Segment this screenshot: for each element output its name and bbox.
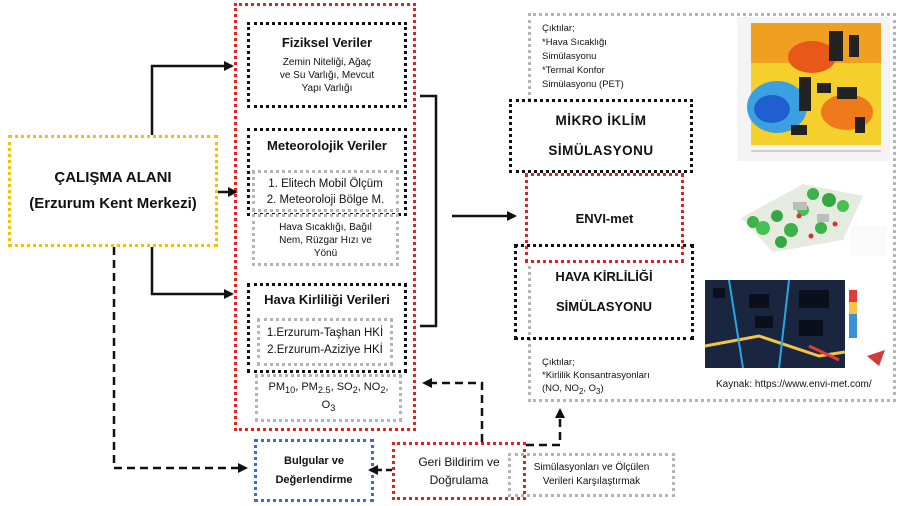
pollutants-line-2: O3 [321, 399, 336, 414]
comparison-line-2: Verileri Karşılaştırmak [542, 476, 641, 487]
outputs-top-text: Çıktılar; *Hava Sıcaklığı Simülasyonu *T… [542, 22, 624, 92]
outputs-bottom-2: *Kirlilik Konsantrasyonları [542, 370, 650, 381]
outputs-top-4: *Termal Konfor [542, 65, 605, 76]
outputs-top-1: Çıktılar; [542, 23, 575, 34]
arrow-feedback-to-outputs [526, 408, 565, 447]
outputs-bottom-1: Çıktılar; [542, 357, 575, 368]
feedback-line-1: Geri Bildirim ve [418, 455, 500, 469]
data-sources-group [234, 3, 416, 431]
thermal-map-image [737, 17, 890, 161]
air-sim-line-2: SİMÜLASYONU [555, 299, 653, 314]
meteo-sources-box: 1. Elitech Mobil Ölçüm 2. Meteoroloji Bö… [252, 170, 399, 212]
meteo-source-1: 1. Elitech Mobil Ölçüm [268, 178, 383, 190]
pollution-map-image [699, 276, 891, 374]
source-credit: Kaynak: https://www.envi-met.com/ [716, 379, 872, 390]
physical-data-desc-1: Zemin Niteliği, Ağaç [282, 57, 372, 68]
pollutants-box: PM10, PM2.5, SO2, NO2, O3 [255, 374, 402, 422]
arrow-study-to-findings [112, 247, 248, 473]
air-station-2: 2.Erzurum-Aziziye HKİ [267, 344, 383, 356]
meteo-source-2: 2. Meteoroloji Bölge M. [266, 194, 385, 206]
arrow-study-to-air [150, 247, 234, 299]
study-area-subtitle: (Erzurum Kent Merkezi) [29, 195, 197, 212]
arrow-feedback-to-air [422, 378, 484, 442]
micro-climate-box: MİKRO İKLİM SİMÜLASYONU [509, 99, 693, 173]
feedback-line-2: Doğrulama [429, 473, 489, 487]
study-area-title: ÇALIŞMA ALANI [54, 169, 172, 186]
comparison-line-1: Simülasyonları ve Ölçülen [533, 462, 650, 473]
meteo-param-2: Nem, Rüzgar Hızı ve [279, 234, 372, 246]
physical-data-box: Fiziksel Veriler Zemin Niteliği, Ağaç ve… [247, 22, 407, 108]
envimet-label: ENVI-met [575, 210, 634, 226]
findings-line-1: Bulgular ve [284, 454, 344, 467]
arrow-study-to-physical [150, 61, 234, 135]
meteo-data-title: Meteorolojik Veriler [267, 138, 387, 153]
outputs-top-5: Simülasyonu (PET) [542, 79, 624, 90]
bracket [420, 94, 438, 328]
outputs-bottom-3: (NO, NO2, O3) [542, 383, 604, 396]
physical-data-desc-3: Yapı Varlığı [301, 83, 353, 94]
air-data-title: Hava Kirliliği Verileri [264, 292, 390, 307]
pollutants-line-1: PM10, PM2.5, SO2, NO2, [268, 380, 389, 395]
outputs-top-3: Simülasyonu [542, 51, 597, 62]
feedback-box: Geri Bildirim ve Doğrulama [392, 442, 526, 500]
outputs-bottom-text: Çıktılar; *Kirlilik Konsantrasyonları (N… [542, 356, 650, 398]
study-area-box: ÇALIŞMA ALANI (Erzurum Kent Merkezi) [8, 135, 218, 247]
meteo-param-3: Yönü [313, 247, 338, 259]
meteo-params-box: Hava Sıcaklığı, Bağıl Nem, Rüzgar Hızı v… [252, 214, 399, 266]
physical-data-title: Fiziksel Veriler [281, 35, 373, 50]
meteo-param-1: Hava Sıcaklığı, Bağıl [279, 221, 372, 233]
outputs-top-2: *Hava Sıcaklığı [542, 37, 607, 48]
air-sim-box: HAVA KİRLİLİĞİ SİMÜLASYONU [514, 244, 694, 340]
envimet-3d-model-image [733, 166, 891, 262]
air-stations-box: 1.Erzurum-Taşhan HKİ 2.Erzurum-Aziziye H… [257, 318, 393, 366]
air-station-1: 1.Erzurum-Taşhan HKİ [266, 327, 384, 339]
micro-climate-line-2: SİMÜLASYONU [548, 143, 654, 158]
air-sim-line-1: HAVA KİRLİLİĞİ [555, 269, 653, 284]
comparison-box: Simülasyonları ve Ölçülen Verileri Karşı… [508, 453, 675, 497]
findings-line-2: Değerlendirme [275, 473, 353, 486]
envimet-box: ENVI-met [525, 173, 684, 263]
physical-data-desc-2: ve Su Varlığı, Mevcut [279, 70, 375, 81]
micro-climate-line-1: MİKRO İKLİM [555, 113, 647, 128]
findings-box: Bulgular ve Değerlendirme [254, 439, 374, 502]
